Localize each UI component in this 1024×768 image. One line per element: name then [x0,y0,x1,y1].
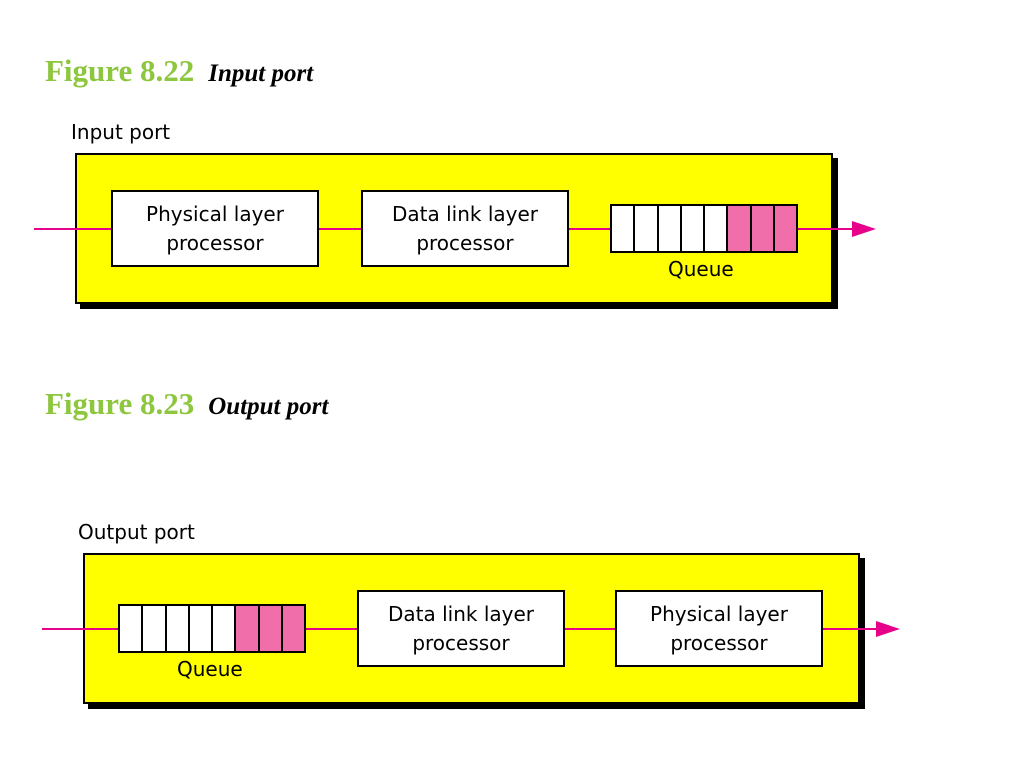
figure-heading: Figure 8.22 Input port [45,53,313,89]
queue-cell-empty [635,206,659,251]
data-link-layer-processor: Data link layer processor [361,190,569,267]
processor-label-line2: processor [412,630,510,655]
queue [610,204,798,253]
port-label: Input port [71,120,171,144]
processor-label-line2: processor [416,230,514,255]
queue-cell-empty [143,606,167,651]
queue-cell-filled [751,206,775,251]
queue-cell-empty [681,206,705,251]
queue-cell-filled [282,606,304,651]
physical-layer-processor: Physical layer processor [615,590,823,667]
processor-label-line1: Data link layer [387,601,534,626]
processor-label-line1: Physical layer [146,201,284,226]
queue-cell-empty [213,606,237,651]
queue-cell-filled [259,606,283,651]
queue-label: Queue [668,257,734,281]
queue-label: Queue [177,657,243,681]
queue-cell-filled [774,206,796,251]
queue-cell-empty [189,606,213,651]
queue-cell-filled [728,206,752,251]
queue-cell-empty [120,606,144,651]
figure-number: Figure 8.22 [45,53,195,88]
arrow-right-icon [852,221,876,237]
processor-label-line2: processor [166,230,264,255]
port-label: Output port [78,520,195,544]
figure-heading: Figure 8.23 Output port [45,386,328,422]
queue-cell-empty [705,206,729,251]
queue-cell-empty [658,206,682,251]
arrow-right-icon [876,621,900,637]
processor-label-line1: Data link layer [391,201,538,226]
processor-label-line1: Physical layer [650,601,788,626]
queue-cell-empty [166,606,190,651]
data-link-layer-processor: Data link layer processor [357,590,565,667]
physical-layer-processor: Physical layer processor [111,190,319,267]
figure-title: Output port [208,393,329,420]
processor-label-line2: processor [670,630,768,655]
queue [118,604,306,653]
figure-title: Input port [208,60,314,87]
queue-cell-empty [612,206,636,251]
figure-number: Figure 8.23 [45,386,195,421]
queue-cell-filled [236,606,260,651]
